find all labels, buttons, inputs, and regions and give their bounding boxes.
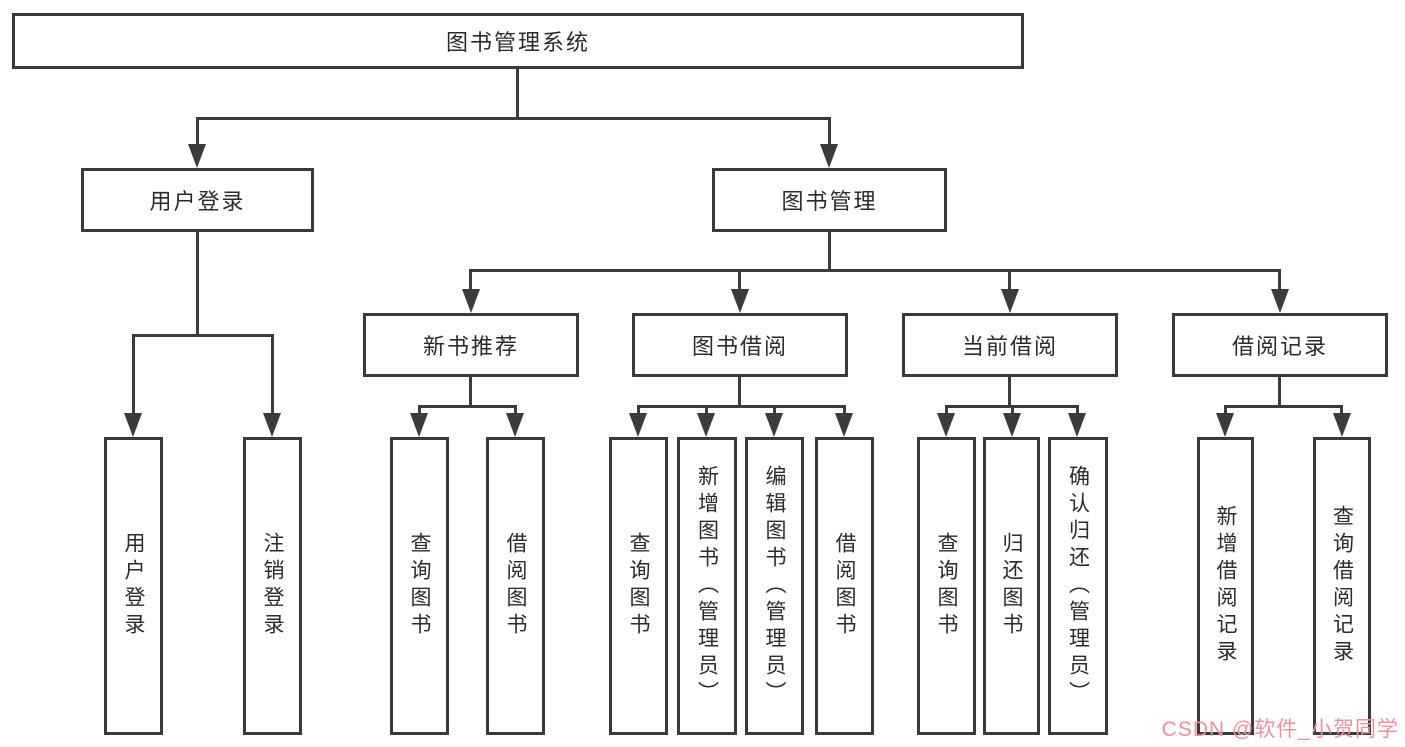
node-label: 编辑图书（管理员） <box>763 464 787 708</box>
connector-branch <box>196 117 199 147</box>
connector-bar <box>637 405 846 408</box>
arrowhead-down-icon <box>506 413 524 437</box>
connector-branch <box>1008 269 1011 293</box>
arrowhead-down-icon <box>937 413 955 437</box>
node-library-management-system: 图书管理系统 <box>12 13 1024 69</box>
connector-branch <box>773 405 776 417</box>
arrowhead-down-icon <box>124 413 142 437</box>
node-user-login: 用户登录 <box>81 168 314 232</box>
node-label: 查询图书 <box>627 532 651 640</box>
arrowhead-down-icon <box>188 144 206 168</box>
connector-branch <box>1278 269 1281 293</box>
connector-bar <box>132 334 274 337</box>
connector-root-stem <box>516 69 519 119</box>
node-borrowing-records: 借阅记录 <box>1172 313 1388 377</box>
node-borrow-books-borrowing: 借阅图书 <box>815 437 874 735</box>
connector-stem <box>196 232 199 337</box>
arrowhead-down-icon <box>1216 413 1234 437</box>
connector-stem <box>738 377 741 408</box>
arrowhead-down-icon <box>1271 289 1289 313</box>
node-label: 查询借阅记录 <box>1330 505 1354 667</box>
node-book-management: 图书管理 <box>712 168 947 232</box>
node-query-books-current: 查询图书 <box>917 437 976 735</box>
node-new-book-recommendation: 新书推荐 <box>363 313 579 377</box>
arrowhead-down-icon <box>1068 413 1086 437</box>
connector-bar <box>1224 405 1343 408</box>
connector-stem <box>1008 377 1011 408</box>
connector-level1-bar <box>196 117 831 120</box>
arrowhead-down-icon <box>1333 413 1351 437</box>
arrowhead-down-icon <box>835 413 853 437</box>
node-label: 借阅图书 <box>833 532 857 640</box>
connector-branch <box>1224 405 1227 417</box>
node-label: 新增借阅记录 <box>1214 505 1238 667</box>
node-query-books-recommend: 查询图书 <box>390 437 449 735</box>
connector-stem <box>828 232 831 272</box>
connector-branch <box>828 117 831 147</box>
connector-branch <box>1076 405 1079 417</box>
connector-branch <box>637 405 640 417</box>
node-label: 借阅记录 <box>1231 334 1328 359</box>
arrowhead-down-icon <box>410 413 428 437</box>
node-label: 查询图书 <box>935 532 959 640</box>
node-label: 用户登录 <box>149 189 246 214</box>
arrowhead-down-icon <box>1001 289 1019 313</box>
arrowhead-down-icon <box>629 413 647 437</box>
node-label: 归还图书 <box>1000 532 1024 640</box>
node-query-books-borrowing: 查询图书 <box>609 437 668 735</box>
arrowhead-down-icon <box>1003 413 1021 437</box>
connector-branch <box>738 269 741 293</box>
node-label: 查询图书 <box>408 532 432 640</box>
node-label: 图书管理 <box>781 189 878 214</box>
node-add-book-admin: 新增图书（管理员） <box>677 437 737 735</box>
node-label: 新书推荐 <box>422 334 519 359</box>
connector-branch <box>469 269 472 293</box>
connector-branch <box>132 334 135 418</box>
node-label: 当前借阅 <box>961 334 1058 359</box>
node-label: 注销登录 <box>261 532 285 640</box>
node-user-login-leaf: 用户登录 <box>104 437 163 735</box>
node-book-borrowing: 图书借阅 <box>632 313 848 377</box>
node-borrow-books-recommend: 借阅图书 <box>486 437 545 735</box>
node-label: 图书管理系统 <box>445 30 590 55</box>
node-return-books: 归还图书 <box>983 437 1040 735</box>
connector-branch <box>271 334 274 418</box>
node-current-borrowing: 当前借阅 <box>902 313 1118 377</box>
node-add-borrow-record: 新增借阅记录 <box>1197 437 1254 735</box>
arrowhead-down-icon <box>731 289 749 313</box>
node-label: 新增图书（管理员） <box>695 464 719 708</box>
connector-branch <box>705 405 708 417</box>
watermark-text: CSDN @软件_小贺同学 <box>1161 718 1399 741</box>
connector-stem <box>1278 377 1281 408</box>
arrowhead-down-icon <box>462 289 480 313</box>
arrowhead-down-icon <box>820 144 838 168</box>
connector-branch <box>1011 405 1014 417</box>
node-label: 用户登录 <box>122 532 146 640</box>
node-label: 确认归还（管理员） <box>1066 464 1090 708</box>
node-edit-book-admin: 编辑图书（管理员） <box>745 437 804 735</box>
connector-branch <box>514 405 517 417</box>
node-confirm-return-admin: 确认归还（管理员） <box>1048 437 1108 735</box>
node-label: 图书借阅 <box>691 334 788 359</box>
node-query-borrow-record: 查询借阅记录 <box>1313 437 1371 735</box>
connector-branch <box>945 405 948 417</box>
connector-branch <box>843 405 846 417</box>
connector-stem <box>469 377 472 408</box>
node-logout: 注销登录 <box>243 437 302 735</box>
connector-branch <box>418 405 421 417</box>
arrowhead-down-icon <box>263 413 281 437</box>
arrowhead-down-icon <box>697 413 715 437</box>
connector-branch <box>1340 405 1343 417</box>
arrowhead-down-icon <box>765 413 783 437</box>
connector-level2-bar <box>469 269 1281 272</box>
node-label: 借阅图书 <box>504 532 528 640</box>
connector-bar <box>418 405 517 408</box>
